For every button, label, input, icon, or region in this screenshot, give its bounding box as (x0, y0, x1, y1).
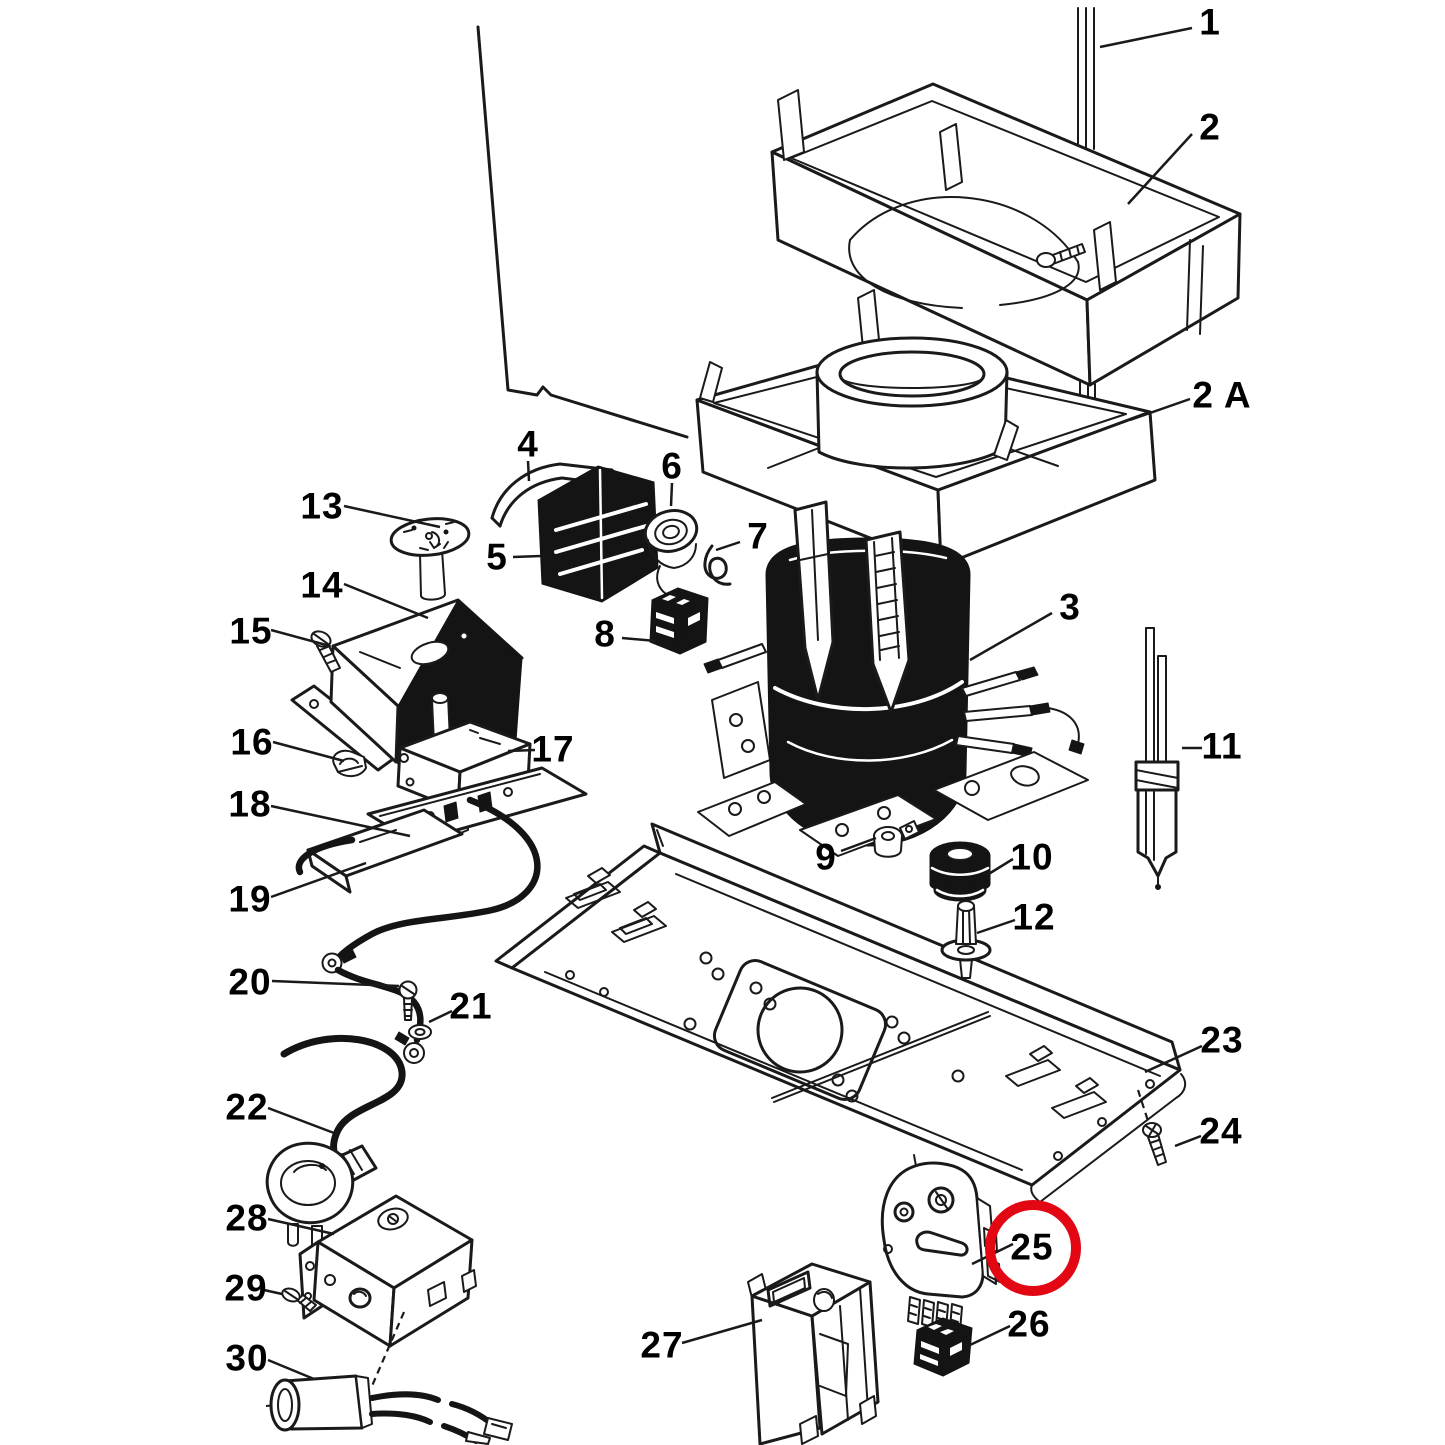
part-16-sensor-clip (332, 749, 367, 778)
part-label-8: 8 (594, 614, 616, 655)
leader-line-18 (270, 804, 411, 838)
part-label-5: 5 (486, 537, 508, 578)
part-label-14: 14 (300, 565, 343, 606)
part-2-drip-tray (770, 82, 1242, 387)
part-7-wire-clip (703, 544, 732, 586)
part-label-18: 18 (228, 784, 271, 825)
part-label-15: 15 (229, 611, 272, 652)
part-label-23: 23 (1200, 1020, 1243, 1061)
part-13-fan-disc (389, 517, 471, 601)
leader-line-9 (840, 836, 877, 853)
leader-line-19 (270, 861, 367, 899)
part-label-9: 9 (815, 837, 837, 878)
part-26-terminal-block (913, 1317, 973, 1377)
leader-line-23 (1144, 1044, 1203, 1074)
part-label-2: 2 (1199, 107, 1221, 148)
leader-line-13 (343, 504, 441, 529)
leader-line-29 (263, 1288, 283, 1296)
leader-line-14 (343, 582, 429, 620)
artwork (265, 7, 1242, 1445)
leader-line-20 (271, 979, 400, 988)
leader-line-2A (1129, 397, 1191, 422)
part-label-3: 3 (1059, 587, 1081, 628)
part-label-25: 25 (1010, 1227, 1053, 1268)
leader-lines (263, 26, 1203, 1381)
part-6-start-capacitor (643, 509, 699, 595)
part-label-11: 11 (1201, 726, 1242, 767)
part-11-filter-drier (1134, 627, 1180, 890)
part-27-bracket-housing (747, 1262, 880, 1445)
part-label-24: 24 (1199, 1111, 1242, 1152)
leader-line-6 (669, 482, 674, 507)
leader-line-24 (1174, 1134, 1202, 1148)
part-label-21: 21 (449, 986, 492, 1027)
leader-line-4 (526, 460, 531, 482)
leader-line-15 (270, 628, 331, 648)
part-label-10: 10 (1010, 837, 1053, 878)
part-label-6: 6 (661, 446, 683, 487)
part-label-2A: 2 A (1192, 375, 1251, 416)
part-21-washer (408, 1024, 432, 1040)
part-22-power-cord (265, 1034, 406, 1249)
part-label-30: 30 (225, 1338, 268, 1379)
part-25-control-unit (880, 1154, 1001, 1332)
leader-line-17 (507, 748, 536, 753)
part-label-29: 29 (224, 1268, 267, 1309)
leader-line-7 (715, 540, 741, 552)
part-29-screw (281, 1287, 317, 1312)
part-30-run-capacitor (265, 1374, 513, 1445)
part-label-4: 4 (517, 424, 539, 465)
part-label-7: 7 (747, 516, 769, 557)
part-label-16: 16 (230, 722, 273, 763)
leader-line-3 (969, 611, 1053, 662)
leader-line-16 (272, 740, 345, 763)
part-label-19: 19 (228, 879, 271, 920)
leader-line-21 (428, 1009, 453, 1024)
leader-line-28 (267, 1217, 335, 1236)
part-9-pipe-clip (873, 820, 920, 858)
part-19-bracket (306, 808, 464, 894)
part-label-20: 20 (228, 962, 271, 1003)
cabinet-outline (476, 25, 689, 439)
part-10-grommet (929, 841, 991, 902)
leader-line-1 (1099, 26, 1193, 49)
part-8-switch (649, 587, 709, 655)
part-2a-suspension-tongues (793, 500, 911, 714)
part-label-17: 17 (531, 729, 574, 770)
part-label-1: 1 (1199, 2, 1221, 43)
leader-line-26 (969, 1324, 1011, 1347)
part-label-22: 22 (225, 1087, 268, 1128)
leader-line-12 (976, 918, 1016, 935)
part-12-stud (940, 900, 992, 979)
highlight-circle-part-25 (985, 1200, 1081, 1296)
part-label-28: 28 (225, 1198, 268, 1239)
part-20-ground-wire (295, 796, 541, 1064)
part-label-26: 26 (1007, 1304, 1050, 1345)
part-24-screw (1136, 1089, 1167, 1166)
leader-line-2 (1127, 133, 1193, 205)
part-label-13: 13 (300, 486, 343, 527)
leader-line-27 (681, 1318, 763, 1345)
part-label-27: 27 (640, 1325, 683, 1366)
leader-line-8 (621, 636, 657, 643)
leader-line-30 (267, 1358, 315, 1381)
part-23-base-plate (494, 822, 1187, 1203)
leader-line-10 (986, 857, 1014, 877)
leader-line-22 (267, 1106, 335, 1135)
part-28-capacitor-cover (298, 1194, 477, 1387)
part-5-relay-cover (537, 465, 659, 603)
leader-line-5 (512, 554, 542, 559)
part-label-12: 12 (1012, 897, 1055, 938)
